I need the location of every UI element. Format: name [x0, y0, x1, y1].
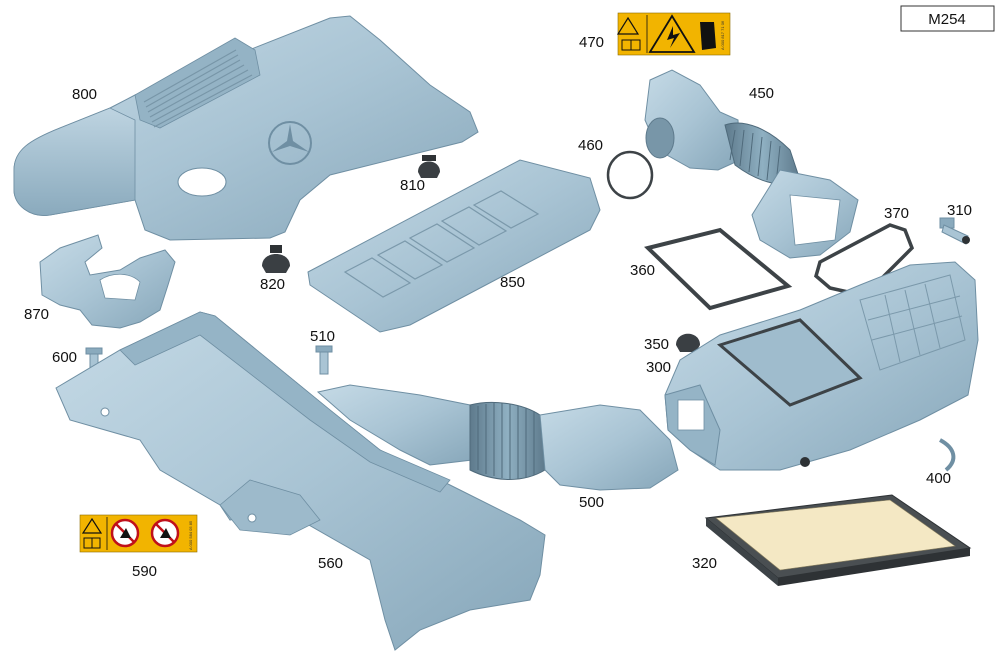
- callout-310: 310: [947, 202, 972, 219]
- callout-350: 350: [644, 336, 669, 353]
- model-reference-text: M254: [928, 11, 966, 28]
- grommet-810: [418, 155, 440, 178]
- callout-460: 460: [578, 137, 603, 154]
- callout-320: 320: [692, 555, 717, 572]
- warning-label-590-code: A 000 584 05 85: [188, 520, 193, 550]
- callout-820: 820: [260, 276, 285, 293]
- callout-300: 300: [646, 359, 671, 376]
- callout-450: 450: [749, 85, 774, 102]
- callout-810: 810: [400, 177, 425, 194]
- callout-600: 600: [52, 349, 77, 366]
- clip-510: [315, 345, 333, 375]
- callout-850: 850: [500, 274, 525, 291]
- sensor-310: [939, 217, 970, 245]
- callout-590: 590: [132, 563, 157, 580]
- callout-560: 560: [318, 555, 343, 572]
- grommet-820: [262, 245, 290, 273]
- callout-500: 500: [579, 494, 604, 511]
- clamp-400: [938, 438, 956, 472]
- engine-cover-part: [13, 15, 479, 241]
- callout-470: 470: [579, 34, 604, 51]
- intake-housing-450: [644, 69, 859, 259]
- callouts: 800 810 820 850 870 600 510 470 450 460 …: [24, 34, 972, 580]
- bracket-870: [39, 234, 176, 329]
- air-duct-500: [316, 384, 679, 491]
- callout-800: 800: [72, 86, 97, 103]
- gasket-360: [644, 227, 793, 311]
- warning-label-470: A 000 817 71 06: [616, 12, 731, 56]
- warning-label-470-code: A 000 817 71 06: [720, 20, 725, 50]
- warning-label-590: A 000 584 05 85: [79, 514, 198, 553]
- callout-870: 870: [24, 306, 49, 323]
- cowl-cover-560: [55, 311, 546, 651]
- callout-510: 510: [310, 328, 335, 345]
- o-ring-460: [606, 150, 654, 200]
- model-reference-box: M254: [900, 5, 995, 32]
- air-filter-housing-300: [664, 261, 979, 471]
- callout-370: 370: [884, 205, 909, 222]
- grommet-350: [676, 333, 700, 352]
- filter-element-320: [704, 494, 972, 586]
- callout-400: 400: [926, 470, 951, 487]
- callout-360: 360: [630, 262, 655, 279]
- cover-panel-850: [307, 159, 601, 333]
